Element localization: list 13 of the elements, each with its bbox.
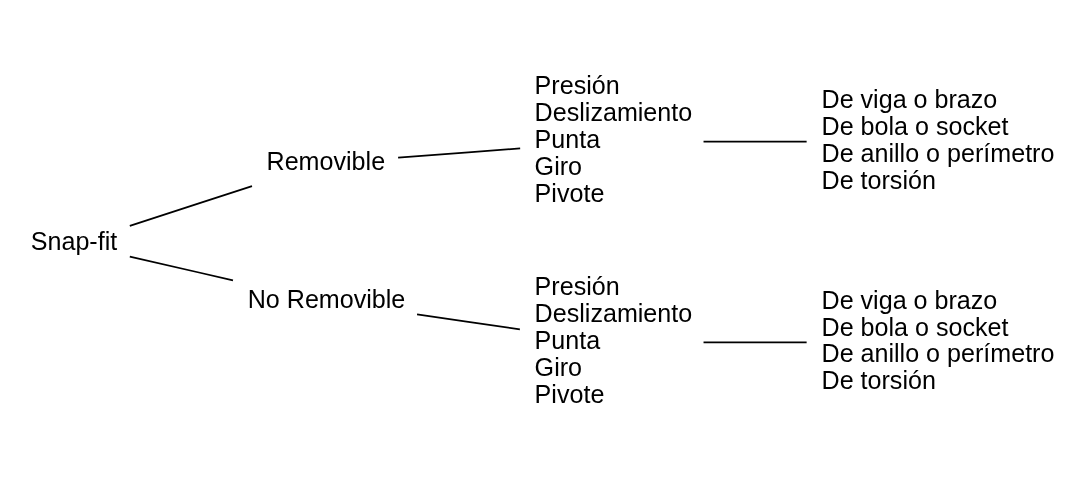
connector [416, 312, 521, 330]
node-text: De viga o brazo De bola o socket De anillo o perímetro De torsión [821, 285, 1055, 394]
node-text: Presión Deslizamiento Punta Giro Pivote [534, 271, 693, 408]
node-text: Snap-fit [30, 226, 118, 255]
connector [702, 341, 808, 343]
node-text: No Removible [247, 284, 406, 313]
connector [128, 255, 234, 281]
connector [702, 140, 808, 142]
connector [397, 147, 522, 159]
node-text: Removible [266, 146, 386, 175]
node-text: De viga o brazo De bola o socket De anillo o perímetro De torsión [821, 84, 1055, 194]
node-text: Presión Deslizamiento Punta Giro Pivote [534, 70, 693, 207]
connector [128, 184, 253, 227]
